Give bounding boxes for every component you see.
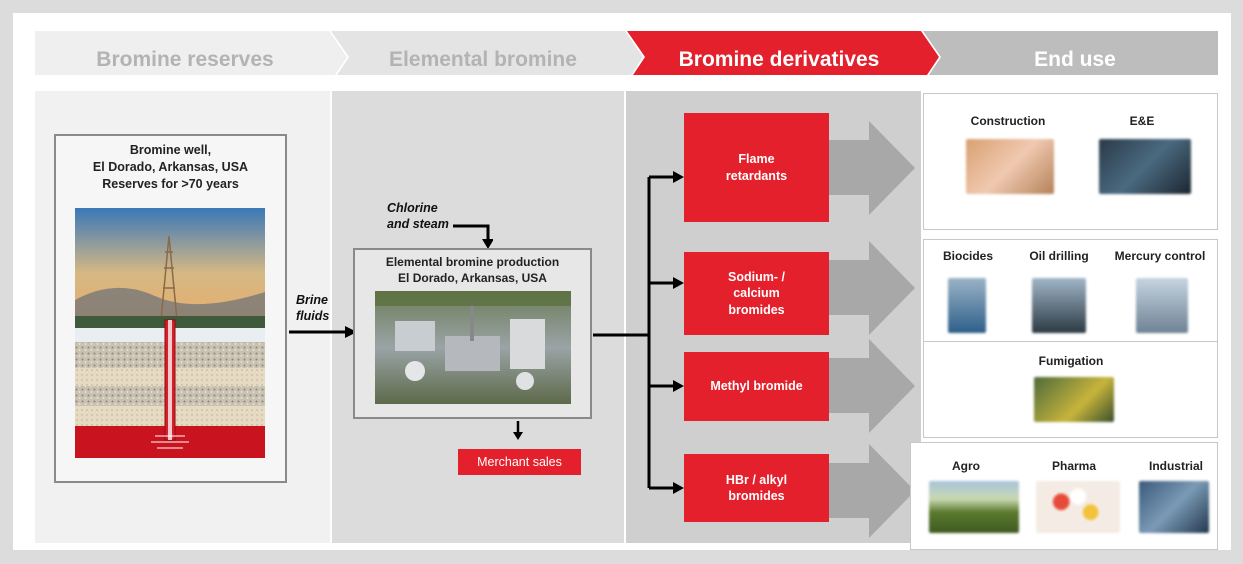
header-reserves: Bromine reserves	[96, 48, 274, 71]
oil-drilling-photo	[1032, 278, 1086, 333]
grey-flow-arrows	[829, 121, 915, 538]
header-chevron-elemental	[331, 31, 643, 75]
construction-photo	[966, 139, 1054, 194]
enduse-biocides: Biocides	[942, 249, 993, 263]
enduse-construction: Construction	[970, 114, 1046, 128]
pharma-photo	[1036, 481, 1120, 533]
bromine-well-illustration	[75, 208, 265, 458]
elemental-bromine-box: Elemental bromine production El Dorado, …	[353, 248, 592, 419]
header-chevrons	[35, 31, 1218, 75]
arrow-to-biocides	[829, 241, 915, 335]
arrow-to-fumigation	[829, 339, 915, 433]
enduse-agro: Agro	[952, 459, 980, 473]
agro-photo	[929, 481, 1019, 533]
enduse-panel-fumigation: Fumigation	[923, 341, 1218, 438]
biocides-photo	[948, 278, 986, 333]
well-title-line3: Reserves for >70 years	[102, 176, 239, 191]
enduse-panel-agro: Agro Pharma Industrial	[910, 442, 1218, 550]
mercury-control-photo	[1136, 278, 1188, 333]
arrow-to-construction	[829, 121, 915, 215]
fumigation-photo	[1034, 377, 1114, 422]
enduse-mercury-control: Mercury control	[1114, 249, 1206, 263]
enduse-pharma: Pharma	[1051, 459, 1097, 473]
header-derivatives: Bromine derivatives	[678, 48, 880, 71]
well-title-line1: Bromine well,	[129, 143, 212, 157]
header-chevron-end-use	[923, 31, 1218, 75]
bromine-plant-photo	[375, 291, 571, 404]
enduse-oil-drilling: Oil drilling	[1029, 249, 1089, 263]
diagram-frame: Bromine reserves Elemental bromine Bromi…	[13, 13, 1231, 550]
derivative-connector	[593, 171, 684, 494]
header-end-use: End use	[1034, 48, 1116, 71]
enduse-panel-biocides: Biocides Oil drilling Mercury control	[923, 239, 1218, 343]
header-elemental: Elemental bromine	[389, 48, 577, 71]
chlorine-steam-label: Chlorine and steam	[387, 201, 449, 232]
arrow-to-agro	[829, 444, 915, 538]
chlorine-arrow	[453, 224, 493, 249]
brine-arrow	[289, 326, 357, 338]
bromine-well-box: Bromine well, El Dorado, Arkansas, USA R…	[54, 134, 287, 483]
production-title-line1: Elemental bromine production	[385, 255, 560, 269]
derivative-methyl-bromide: Methyl bromide	[684, 352, 829, 421]
well-title-line2: El Dorado, Arkansas, USA	[92, 159, 249, 174]
production-title-line2: El Dorado, Arkansas, USA	[398, 270, 547, 285]
merchant-sales-arrow	[513, 421, 523, 440]
header-chevron-derivatives	[627, 31, 939, 75]
electronics-photo	[1099, 139, 1191, 194]
brine-fluids-label: Brine fluids	[296, 293, 330, 324]
merchant-sales-box: Merchant sales	[458, 449, 581, 475]
header-chevron-reserves	[35, 31, 347, 75]
enduse-panel-construction: Construction E&E	[923, 93, 1218, 230]
enduse-fumigation: Fumigation	[1038, 354, 1104, 368]
enduse-ee: E&E	[1129, 114, 1155, 128]
industrial-photo	[1139, 481, 1209, 533]
enduse-industrial: Industrial	[1148, 459, 1203, 473]
